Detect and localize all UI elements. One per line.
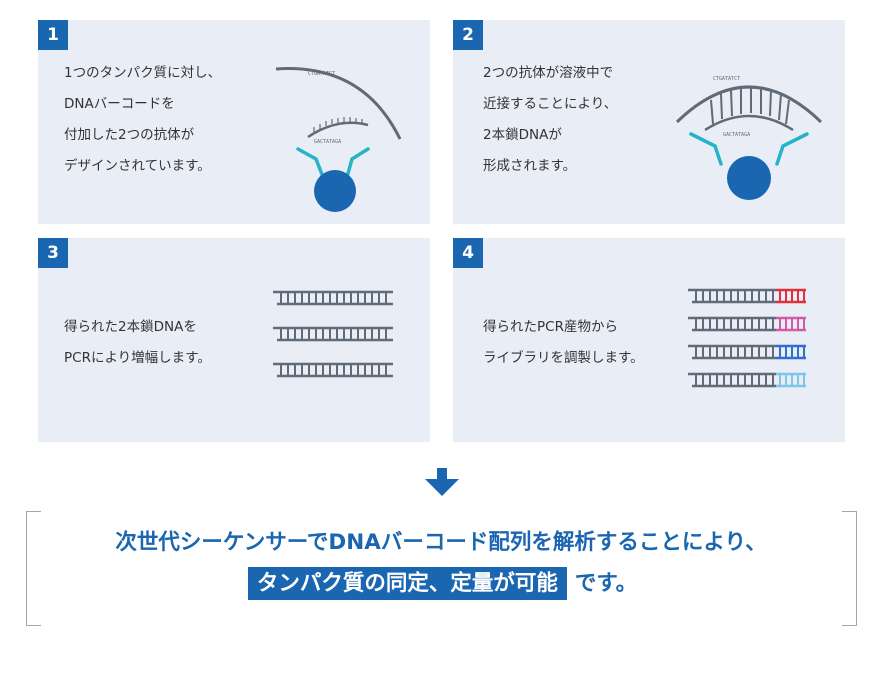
conclusion-line-1: 次世代シーケンサーでDNAバーコード配列を解析することにより、 (115, 530, 767, 555)
antibody-barcode-illustration: CTGATATCT GACTATAGA (275, 67, 402, 212)
description-line: DNAバーコードを (64, 96, 175, 112)
double-strand-formation-illustration: CTGATATCT GACTATAGA (675, 76, 823, 200)
description-line: 1つのタンパク質に対し、 (64, 65, 222, 81)
upper-strand-letters: CTGATATCT (713, 76, 740, 82)
upper-dna-strand (275, 67, 402, 140)
description-line: 2つの抗体が溶液中で (483, 65, 614, 81)
upper-dna-strand (675, 85, 823, 124)
step-number-badge: 3 (38, 238, 68, 268)
left-bracket (26, 511, 41, 626)
svg-text:CTGATATCT: CTGATATCT (308, 71, 335, 77)
lower-dna-strand (307, 121, 369, 139)
step-number-badge: 4 (453, 238, 483, 268)
lower-dna-strand (704, 114, 794, 132)
description-line: 付加した2つの抗体が (64, 127, 195, 143)
lower-strand-letters: GACTATAGA (314, 139, 341, 145)
step-panel-2: 2 2つの抗体が溶液中で 近接することにより、 2本鎖DNAが 形成されます。 … (453, 20, 845, 224)
library-dna-illustration (688, 288, 806, 388)
antibody-icon (689, 132, 809, 166)
description-line: ライブラリを調製します。 (483, 350, 644, 366)
lower-strand-letters: GACTATAGA (723, 132, 750, 138)
conclusion-tail: です。 (574, 571, 638, 596)
step-number-badge: 1 (38, 20, 68, 50)
antibody-icon (296, 147, 370, 179)
description-line: 得られた2本鎖DNAを (64, 319, 197, 335)
step-number-badge: 2 (453, 20, 483, 50)
step-panel-1: 1 1つのタンパク質に対し、 DNAバーコードを 付加した2つの抗体が デザイン… (38, 20, 430, 224)
highlight-text: タンパク質の同定、定量が可能 (247, 567, 567, 600)
description-line: 形成されます。 (483, 158, 577, 174)
double-strand-dna-icon (688, 316, 806, 332)
step-panel-4: 4 得られたPCR産物から ライブラリを調製します。 (453, 238, 845, 442)
protein-sphere-icon (727, 156, 771, 200)
step-panel-3: 3 得られた2本鎖DNAを PCRにより増幅します。 (38, 238, 430, 442)
lower-strand-ticks (313, 117, 363, 132)
right-bracket (842, 511, 857, 626)
amplified-dna-illustration (273, 290, 393, 378)
double-strand-dna-icon (273, 362, 393, 378)
description-line: 得られたPCR産物から (483, 319, 618, 335)
double-strand-dna-icon (688, 344, 806, 360)
step-description: 2つの抗体が溶液中で 近接することにより、 2本鎖DNAが 形成されます。 (483, 58, 617, 182)
description-line: デザインされています。 (64, 158, 211, 174)
step-description: 得られたPCR産物から ライブラリを調製します。 (483, 312, 644, 374)
double-strand-dna-icon (688, 288, 806, 304)
double-strand-dna-icon (688, 372, 806, 388)
upper-strand-letters: CTGATATCT (308, 71, 335, 77)
double-strand-dna-icon (273, 290, 393, 306)
description-line: 2本鎖DNAが (483, 127, 562, 143)
conclusion-line-2: タンパク質の同定、定量が可能です。 (0, 566, 885, 600)
double-strand-dna-icon (273, 326, 393, 342)
arrow-down-icon (425, 468, 459, 496)
protein-sphere-icon (314, 170, 356, 212)
description-line: PCRにより増幅します。 (64, 350, 211, 366)
base-pair-rungs (710, 87, 790, 125)
step-description: 得られた2本鎖DNAを PCRにより増幅します。 (64, 312, 211, 374)
description-line: 近接することにより、 (483, 96, 618, 112)
step-description: 1つのタンパク質に対し、 DNAバーコードを 付加した2つの抗体が デザインされ… (64, 58, 221, 182)
